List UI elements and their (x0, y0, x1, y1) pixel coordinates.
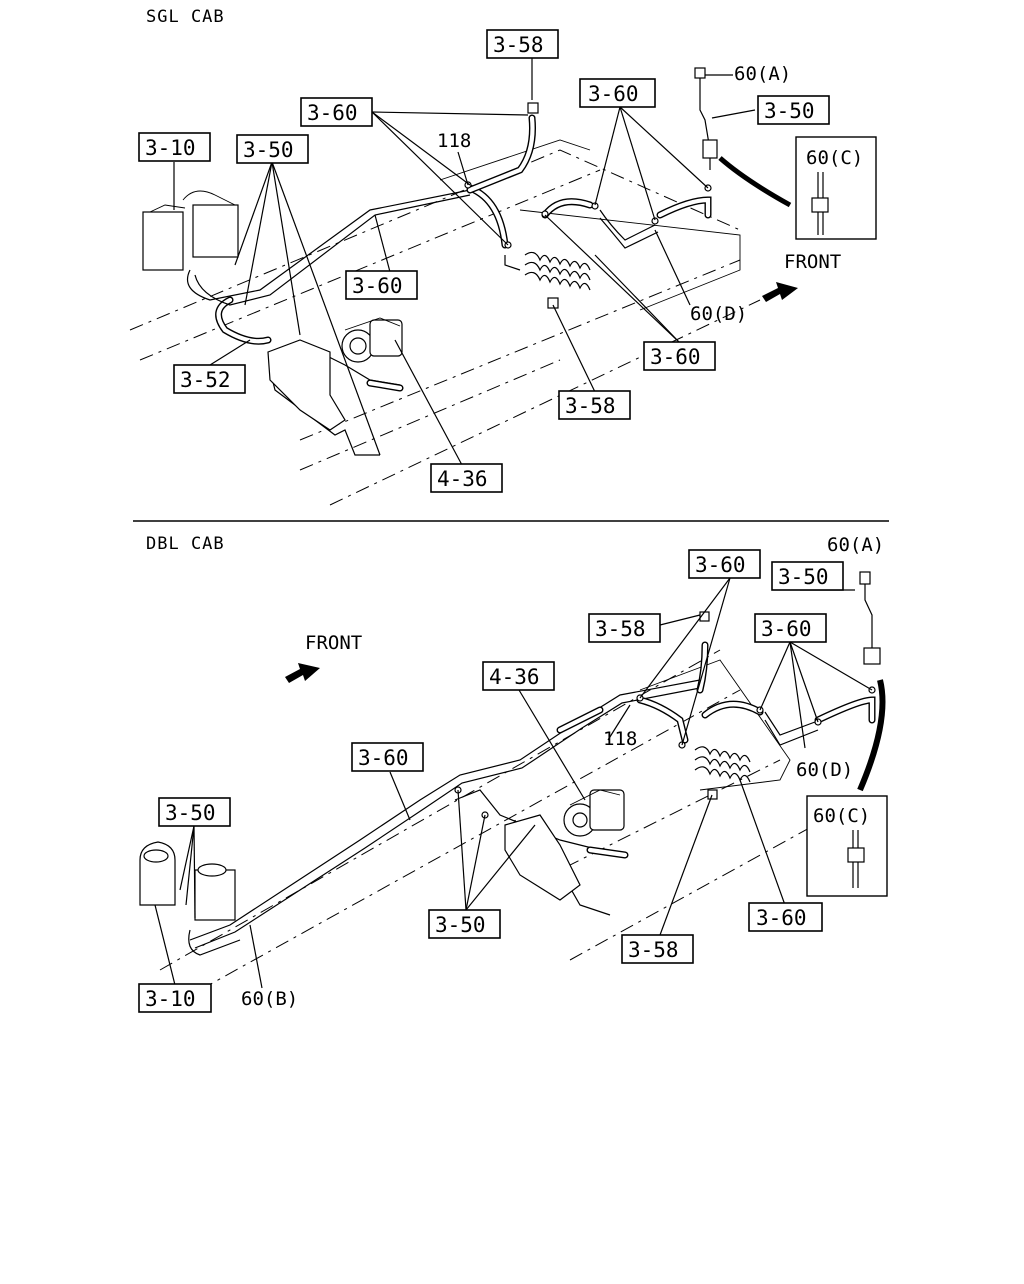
leader-lines (173, 58, 756, 466)
flare-nuts (454, 611, 876, 819)
callout-3-50-bottom[interactable]: 3-50 (428, 909, 501, 939)
label-60d: 60(D) (796, 759, 853, 781)
power-steering-pump (341, 317, 403, 363)
callout-3-58-bottom[interactable]: 3-58 (558, 390, 631, 420)
callout-3-10[interactable]: 3-10 (138, 132, 211, 162)
svg-text:3-60: 3-60 (588, 82, 639, 106)
svg-text:3-50: 3-50 (764, 99, 815, 123)
callout-3-60-middle[interactable]: 3-60 (351, 742, 424, 772)
front-label: FRONT (784, 251, 841, 273)
detail-box-60c: 60(C) (795, 136, 877, 240)
callout-3-60-cooler[interactable]: 3-60 (748, 902, 823, 932)
callout-3-10[interactable]: 3-10 (138, 983, 212, 1013)
label-60c: 60(C) (806, 147, 863, 169)
svg-text:3-50: 3-50 (778, 565, 829, 589)
frame-outline (129, 139, 761, 506)
sgl-cab-section: SGL CAB (129, 7, 877, 506)
svg-text:3-58: 3-58 (628, 938, 679, 962)
callout-3-52[interactable]: 3-52 (173, 364, 246, 394)
callout-3-58-top[interactable]: 3-58 (588, 613, 661, 643)
svg-text:3-58: 3-58 (595, 617, 646, 641)
front-arrow-icon (285, 663, 320, 683)
svg-text:3-50: 3-50 (435, 913, 486, 937)
svg-text:3-58: 3-58 (565, 394, 616, 418)
svg-text:3-60: 3-60 (650, 345, 701, 369)
oil-cooler-coil (694, 746, 751, 783)
callout-3-50-fitting[interactable]: 3-50 (771, 561, 844, 591)
callout-3-60-top[interactable]: 3-60 (688, 549, 761, 579)
svg-text:3-50: 3-50 (243, 138, 294, 162)
pipe-fitting-detail (694, 67, 792, 208)
svg-text:3-10: 3-10 (145, 136, 196, 160)
front-label: FRONT (305, 632, 362, 654)
svg-text:3-60: 3-60 (352, 274, 403, 298)
section-title: SGL CAB (146, 7, 225, 27)
callout-3-50-left[interactable]: 3-50 (236, 134, 309, 164)
label-60b: 60(B) (241, 988, 298, 1010)
svg-text:3-50: 3-50 (165, 801, 216, 825)
svg-text:3-60: 3-60 (307, 101, 358, 125)
callout-3-50-fitting[interactable]: 3-50 (757, 95, 830, 125)
label-118: 118 (437, 130, 471, 152)
callout-3-58-bottom[interactable]: 3-58 (621, 934, 694, 964)
callout-3-60-right[interactable]: 3-60 (754, 613, 827, 643)
callout-3-60-cooler[interactable]: 3-60 (643, 341, 716, 371)
svg-text:3-60: 3-60 (756, 906, 807, 930)
svg-text:3-10: 3-10 (145, 987, 196, 1011)
callout-3-50-reservoir[interactable]: 3-50 (158, 797, 231, 827)
svg-text:3-58: 3-58 (493, 33, 544, 57)
svg-text:3-60: 3-60 (761, 617, 812, 641)
svg-text:3-60: 3-60 (695, 553, 746, 577)
svg-text:3-60: 3-60 (358, 746, 409, 770)
pipe-fitting-detail (857, 571, 886, 792)
flare-nuts (464, 102, 712, 309)
front-indicator: FRONT (762, 251, 841, 302)
callout-3-60-left[interactable]: 3-60 (300, 97, 373, 127)
label-118: 118 (603, 728, 637, 750)
svg-text:4-36: 4-36 (489, 665, 540, 689)
label-60c: 60(C) (813, 805, 870, 827)
mounting-bracket (267, 339, 346, 431)
callout-3-58-top[interactable]: 3-58 (486, 29, 559, 59)
svg-text:4-36: 4-36 (437, 467, 488, 491)
fluid-reservoir (139, 841, 236, 921)
pressure-return-lines (188, 641, 876, 956)
front-indicator: FRONT (285, 632, 362, 683)
label-60a: 60(A) (734, 63, 791, 85)
label-60d: 60(D) (690, 303, 747, 325)
fluid-reservoir (142, 190, 239, 271)
detail-box-60c: 60(C) (806, 795, 888, 897)
oil-cooler-coil (524, 251, 591, 291)
callout-3-60-right[interactable]: 3-60 (579, 78, 656, 108)
power-steering-pump (563, 789, 625, 837)
callout-3-60-middle[interactable]: 3-60 (345, 270, 418, 300)
callout-4-36[interactable]: 4-36 (430, 463, 503, 493)
label-60a: 60(A) (827, 534, 884, 556)
callout-4-36[interactable]: 4-36 (482, 661, 555, 691)
section-title: DBL CAB (146, 534, 225, 554)
dbl-cab-section: DBL CAB (138, 534, 888, 1013)
mounting-bracket (504, 814, 581, 901)
svg-text:3-52: 3-52 (180, 368, 231, 392)
front-arrow-icon (762, 282, 798, 302)
